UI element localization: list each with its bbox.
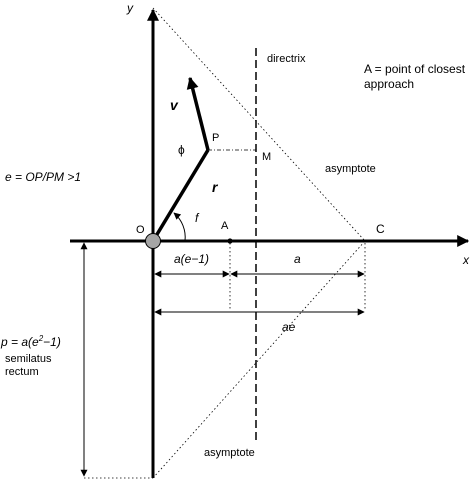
semilatus-formula: p = a(e2−1) — [0, 334, 61, 349]
velocity-label: v — [170, 97, 179, 113]
semilatus-formula-prefix: p = a(e — [0, 335, 39, 349]
semilatus-label-1: semilatus — [5, 353, 52, 365]
dim-label-a: a — [294, 252, 301, 266]
x-axis-label: x — [462, 253, 470, 267]
focus-body — [145, 233, 161, 249]
note-line-2: approach — [364, 77, 414, 91]
origin-label: O — [136, 224, 145, 236]
point-P-label: P — [212, 132, 219, 144]
true-anomaly-arc — [173, 212, 186, 242]
dim-label-ae: ae — [282, 320, 296, 334]
asymptote-upper-label: asymptote — [325, 163, 376, 175]
directrix-label: directrix — [267, 53, 306, 65]
velocity-vector — [186, 76, 210, 151]
asymptote-lower-label: asymptote — [204, 447, 255, 459]
eccentricity-label: e = OP/PM >1 — [5, 170, 81, 184]
semilatus-label-2: rectum — [5, 366, 39, 378]
point-A-label: A — [221, 220, 229, 232]
radius-vector — [151, 149, 210, 242]
asymptote-upper-line — [152, 7, 366, 242]
semilatus-formula-exp: 2 — [38, 334, 44, 343]
note-line-1: A = point of closest — [364, 62, 466, 76]
semilatus-formula-suffix: −1) — [43, 335, 61, 349]
point-A-dot — [227, 238, 233, 244]
phi-label: ϕ — [178, 143, 185, 157]
dim-label-a-e-minus-1: a(e−1) — [174, 252, 209, 266]
point-M-label: M — [262, 151, 271, 163]
true-anomaly-label: f — [195, 211, 200, 225]
radius-label: r — [212, 179, 219, 195]
y-axis-label: y — [126, 1, 134, 15]
asymptote-lower-line — [152, 240, 366, 479]
point-C-label: C — [376, 222, 385, 236]
